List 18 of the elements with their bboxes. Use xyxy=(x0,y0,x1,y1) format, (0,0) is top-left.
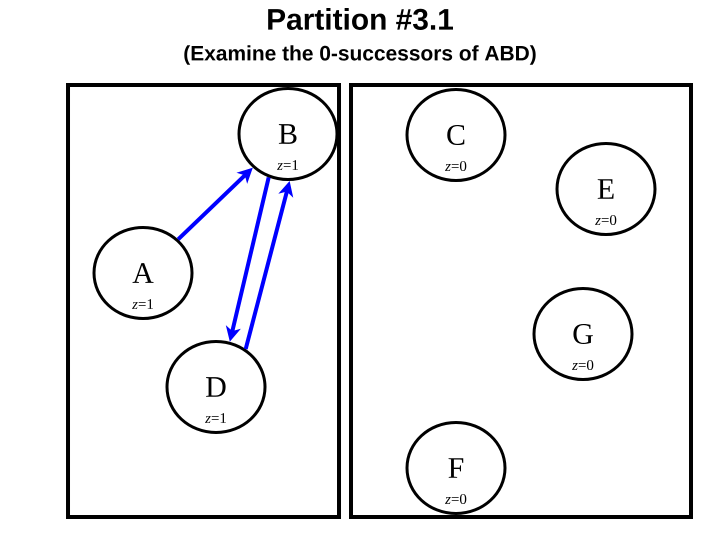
state-value: z=0 xyxy=(594,214,616,226)
state-name: B xyxy=(278,124,297,144)
state-name: D xyxy=(206,377,226,397)
state-value: z=0 xyxy=(444,160,466,172)
state-value: z=1 xyxy=(276,160,298,170)
title: Partition #3.1 xyxy=(268,8,453,30)
state-name: C xyxy=(447,124,464,146)
state-name: G xyxy=(573,324,593,344)
partition-box xyxy=(66,83,341,519)
state-value: z=0 xyxy=(444,494,466,504)
state-value: z=1 xyxy=(132,299,153,309)
partition-box xyxy=(349,83,693,519)
subtitle: (Examine the 0-successors of ABD) xyxy=(184,45,536,65)
state-value: z=0 xyxy=(572,360,594,370)
state-name: A xyxy=(132,263,154,283)
state-value: z=1 xyxy=(204,413,226,423)
state-name: F xyxy=(448,458,464,478)
state-name: E xyxy=(598,179,614,199)
